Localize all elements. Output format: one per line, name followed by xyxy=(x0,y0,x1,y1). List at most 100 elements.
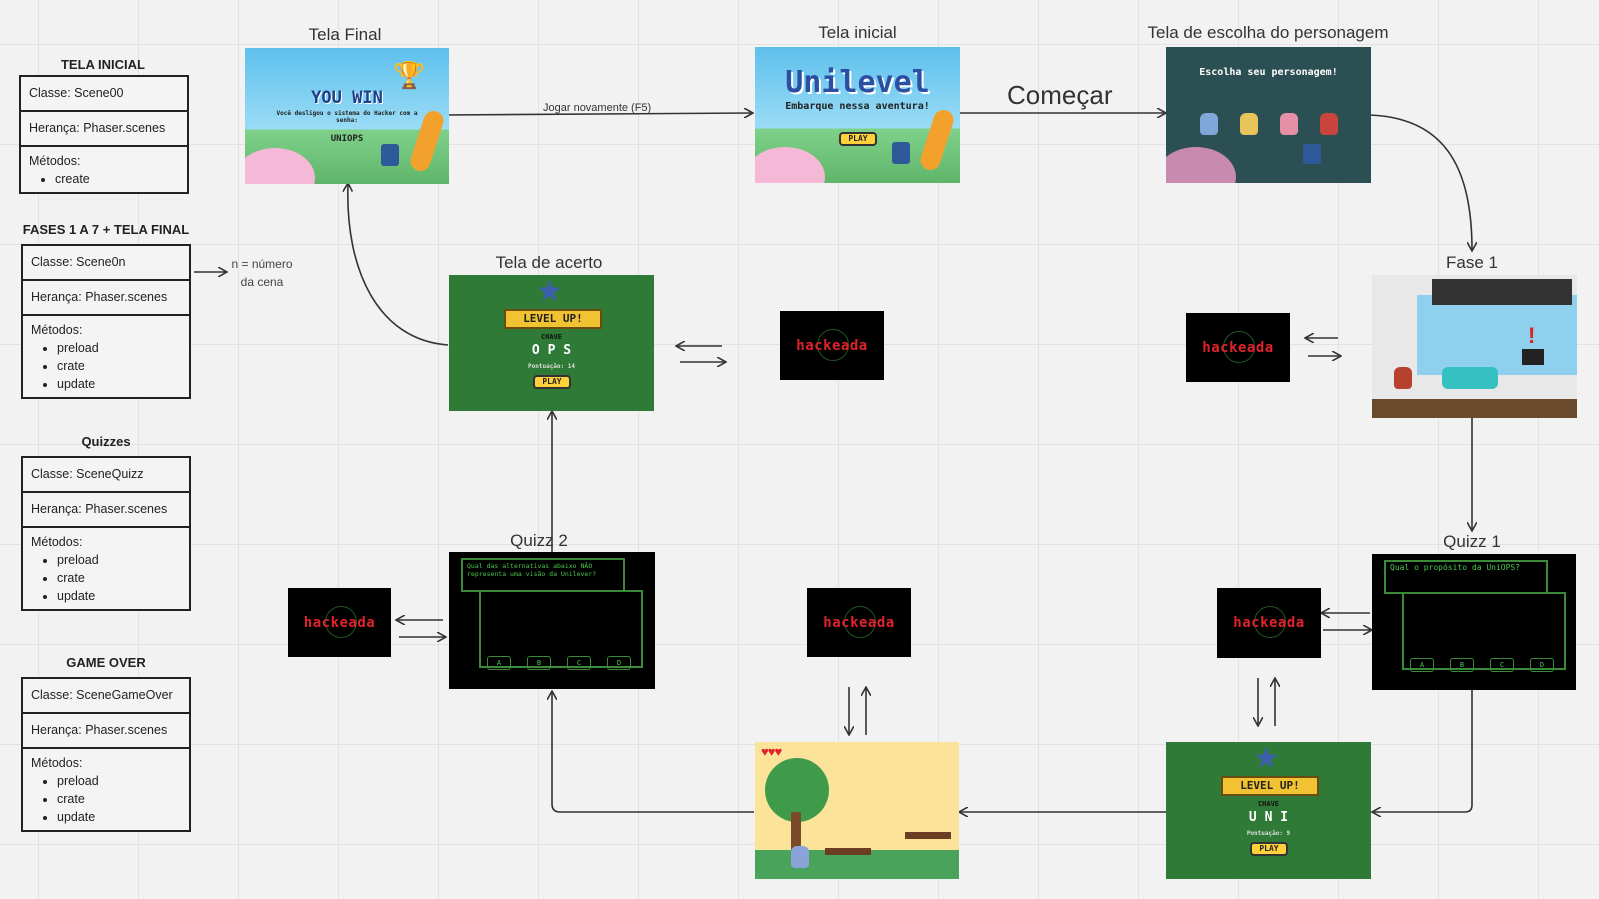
hackeada-logo: hackeada xyxy=(1202,339,1274,356)
screenshot-quizz1: Qual o propósito da UniOPS? A B C D xyxy=(1372,554,1576,690)
player-bear xyxy=(791,846,809,868)
bear-character-red xyxy=(1320,113,1338,135)
methods-label: Métodos: xyxy=(31,756,83,770)
candy-hill xyxy=(245,148,315,184)
title-escolha: Tela de escolha do personagem xyxy=(1147,23,1389,42)
scene-number-note: n = número da cena xyxy=(222,255,302,291)
note-line-2: da cena xyxy=(240,275,284,289)
answer-c-button: C xyxy=(1490,658,1514,672)
level-up-banner: LEVEL UP! xyxy=(1221,776,1319,796)
trophy-icon: 🏆 xyxy=(393,60,426,90)
screenshot-hackeada-fase1: hackeada xyxy=(1186,313,1290,382)
class-name: Classe: Scene0n xyxy=(23,246,189,281)
class-name: Classe: SceneQuizz xyxy=(23,458,189,493)
player-bear xyxy=(1394,367,1412,389)
you-win-subtitle: Você desligou o sistema do Hacker com a … xyxy=(276,110,418,124)
screenshot-tela-acerto-2: ★ LEVEL UP! CHAVE U N I Pontuação: 9 PLA… xyxy=(1166,742,1371,879)
answer-d-button: D xyxy=(607,656,631,670)
class-name: Classe: SceneGameOver xyxy=(23,679,189,714)
method-item: update xyxy=(57,587,181,605)
screenshot-quizz2: Qual das alternativas abaixo NÃO represe… xyxy=(449,552,655,689)
class-methods: Métodos: create xyxy=(21,147,187,192)
screenshot-fase2: ♥♥♥ xyxy=(755,742,959,879)
answer-c-button: C xyxy=(567,656,591,670)
robot-icon xyxy=(892,142,910,164)
method-item: update xyxy=(57,375,181,393)
title-fase1: Fase 1 xyxy=(1446,253,1498,272)
class-methods: Métodos: preload crate update xyxy=(23,316,189,397)
surfboard xyxy=(917,107,957,173)
robot-icon xyxy=(381,144,399,166)
log-platform xyxy=(825,848,871,855)
title-quizz2: Quizz 2 xyxy=(510,531,568,550)
candy-hill xyxy=(1166,147,1236,183)
note-line-1: n = número xyxy=(231,257,293,271)
play-button: PLAY xyxy=(533,375,571,389)
question-window: Qual o propósito da UniOPS? xyxy=(1384,560,1548,594)
arrow-acerto-to-final xyxy=(348,184,449,346)
tv-screen xyxy=(1432,279,1572,305)
play-button: PLAY xyxy=(839,132,877,146)
candy-hill xyxy=(755,147,825,183)
screenshot-tela-inicial: Unilevel Embarque nessa aventura! PLAY xyxy=(755,47,960,183)
screenshot-tela-acerto: ★ LEVEL UP! CHAVE O P S Pontuação: 14 PL… xyxy=(449,275,654,411)
hackeada-logo: hackeada xyxy=(1233,615,1305,631)
star-icon: ★ xyxy=(1253,742,1280,775)
bear-character-yellow xyxy=(1240,113,1258,135)
question-window: Qual das alternativas abaixo NÃO represe… xyxy=(461,558,625,592)
arrow-fase2-to-quizz2 xyxy=(552,692,754,813)
you-win-code: UNIOPS xyxy=(330,134,364,144)
legend-title-quizzes: Quizzes xyxy=(81,434,131,449)
answers-window xyxy=(479,590,643,668)
legend-title-fases: FASES 1 A 7 + TELA FINAL xyxy=(22,222,190,237)
pontuacao: Pontuação: 9 xyxy=(1246,830,1291,837)
methods-label: Métodos: xyxy=(31,535,83,549)
method-item: update xyxy=(57,808,181,826)
legend-title-tela-inicial: TELA INICIAL xyxy=(60,57,145,72)
screenshot-hackeada-quizz2: hackeada xyxy=(288,588,391,657)
method-item: preload xyxy=(57,339,181,357)
methods-label: Métodos: xyxy=(29,154,81,168)
globe-icon xyxy=(1223,330,1255,363)
title-quizz1: Quizz 1 xyxy=(1443,532,1501,551)
chave-label: CHAVE xyxy=(540,333,563,341)
globe-icon xyxy=(844,605,876,638)
class-inheritance: Herança: Phaser.scenes xyxy=(21,112,187,147)
sofa xyxy=(1442,367,1498,389)
screenshot-escolha-personagem: Escolha seu personagem! xyxy=(1166,47,1371,183)
class-box-quizzes: Classe: SceneQuizz Herança: Phaser.scene… xyxy=(21,456,191,611)
hearts-icon: ♥♥♥ xyxy=(761,744,782,759)
robot-icon xyxy=(1303,144,1321,164)
quizz1-question: Qual o propósito da UniOPS? xyxy=(1390,563,1521,572)
title-tela-final: Tela Final xyxy=(308,25,382,44)
bear-character-pink xyxy=(1280,113,1298,135)
answer-a-button: A xyxy=(487,656,511,670)
star-icon: ★ xyxy=(536,275,563,308)
screenshot-hackeada-middle: hackeada xyxy=(807,588,911,657)
class-box-tela-inicial: Classe: Scene00 Herança: Phaser.scenes M… xyxy=(19,75,189,194)
method-item: create xyxy=(55,170,179,188)
answers-window xyxy=(1402,592,1566,670)
unilevel-tagline: Embarque nessa aventura! xyxy=(785,101,930,112)
class-box-game-over: Classe: SceneGameOver Herança: Phaser.sc… xyxy=(21,677,191,832)
answer-a-button: A xyxy=(1410,658,1434,672)
unilevel-logo: Unilevel xyxy=(785,65,930,100)
pontuacao: Pontuação: 14 xyxy=(528,363,575,370)
class-methods: Métodos: preload crate update xyxy=(23,528,189,609)
title-tela-inicial: Tela inicial xyxy=(818,23,897,42)
bear-character-blue xyxy=(1200,113,1218,135)
screenshot-hackeada-top: hackeada xyxy=(780,311,884,380)
globe-icon xyxy=(1254,606,1286,638)
method-item: preload xyxy=(57,772,181,790)
hackeada-logo: hackeada xyxy=(796,337,868,354)
class-inheritance: Herança: Phaser.scenes xyxy=(23,493,189,528)
arrow-final-to-inicial xyxy=(441,113,752,115)
window-wall xyxy=(1417,295,1577,375)
desk-computer xyxy=(1522,349,1544,365)
you-win-heading: YOU WIN xyxy=(311,88,383,108)
answer-b-button: B xyxy=(527,656,551,670)
label-jogar-novamente: Jogar novamente (F5) xyxy=(543,102,652,114)
tree xyxy=(765,758,829,822)
chave-value: U N I xyxy=(1248,810,1289,825)
class-box-fases: Classe: Scene0n Herança: Phaser.scenes M… xyxy=(21,244,191,399)
